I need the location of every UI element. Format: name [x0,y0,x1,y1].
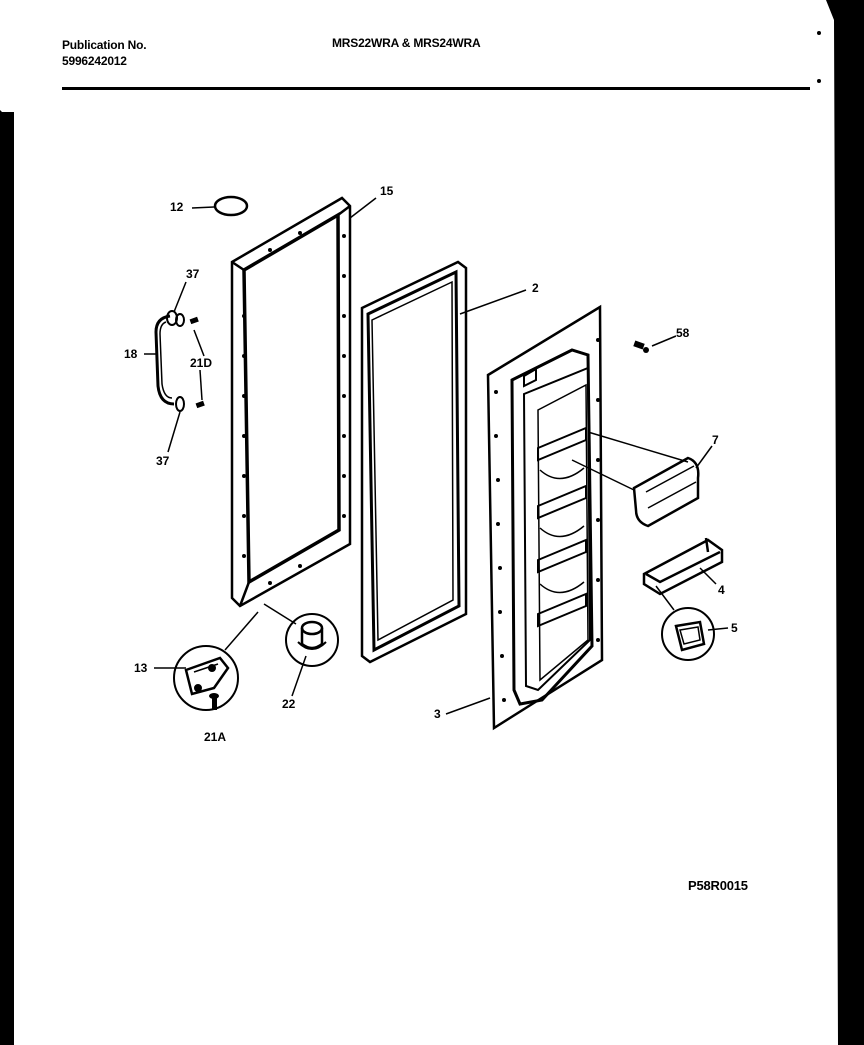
publication-label: Publication No. [62,38,147,52]
liner-screw-holes [494,338,600,702]
publication-number: 5996242012 [62,54,127,68]
callout-4: 4 [718,583,725,597]
drawing-code: P58R0015 [688,878,748,893]
mark-dot [817,79,821,83]
door-bar-part-4 [642,537,724,596]
callout-37-top: 37 [186,267,200,281]
callout-15: 15 [380,184,394,198]
handle-screws-part-21d [189,316,205,409]
frame-screw-holes [242,231,346,585]
bushing-part-22-detail [285,613,339,667]
callout-18: 18 [124,347,138,361]
callout-22: 22 [282,697,296,711]
callout-37-bottom: 37 [156,454,170,468]
model-title: MRS22WRA & MRS24WRA [332,36,481,50]
screw-part-21a [209,693,219,710]
callout-2: 2 [532,281,539,295]
callout-21d: 21D [190,356,212,370]
callout-7: 7 [712,433,719,447]
handle-caps-part-37 [166,310,185,412]
bar-clip-part-5-detail [661,607,715,661]
shelf-cover-part-7 [632,456,700,528]
leader-lines [144,197,729,715]
paper-background [0,0,838,1045]
header-rule [62,87,810,90]
hinge-part-13-detail [173,645,239,711]
callout-21a: 21A [204,730,226,744]
callout-5: 5 [731,621,738,635]
callout-12: 12 [170,200,184,214]
door-handle-part-18 [154,314,175,406]
callout-3: 3 [434,707,441,721]
callout-58: 58 [676,326,690,340]
inner-door-liner-part-3 [486,304,604,731]
door-frame-part-15 [230,196,352,608]
mark-dot [817,31,821,35]
door-gasket-part-2 [360,260,468,664]
callout-13: 13 [134,661,148,675]
plug-part-12 [213,195,249,217]
screw-part-58 [633,340,649,353]
left-edge-shadow [0,112,14,1045]
